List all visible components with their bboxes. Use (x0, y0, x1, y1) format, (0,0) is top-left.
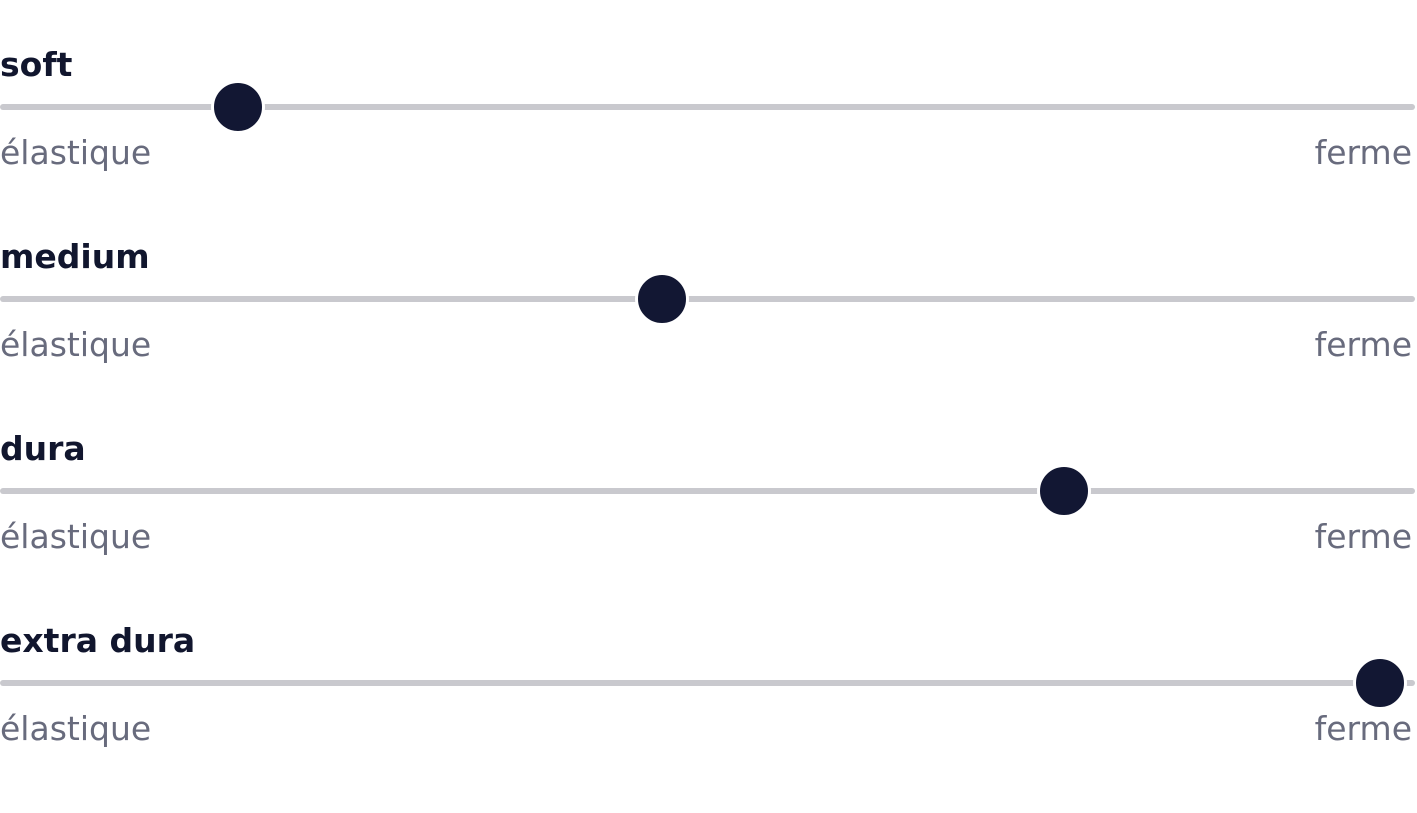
slider-thumb[interactable] (635, 272, 690, 326)
slider-title: medium (0, 237, 150, 276)
slider-title: dura (0, 429, 86, 468)
slider-track[interactable] (0, 80, 1415, 134)
min-label: élastique (0, 325, 152, 364)
min-label: élastique (0, 709, 152, 748)
min-label: élastique (0, 517, 152, 556)
slider-extra-dura: extra dura élastique ferme (0, 621, 1415, 813)
slider-title: extra dura (0, 621, 196, 660)
max-label: ferme (1314, 709, 1412, 748)
slider-medium: medium élastique ferme (0, 237, 1415, 429)
slider-track[interactable] (0, 656, 1415, 710)
slider-title: soft (0, 45, 73, 84)
slider-track[interactable] (0, 464, 1415, 518)
slider-soft: soft élastique ferme (0, 45, 1415, 237)
slider-thumb[interactable] (210, 80, 265, 134)
slider-thumb[interactable] (1037, 464, 1092, 518)
slider-thumb[interactable] (1352, 656, 1407, 710)
max-label: ferme (1314, 517, 1412, 556)
max-label: ferme (1314, 325, 1412, 364)
slider-dura: dura élastique ferme (0, 429, 1415, 621)
slider-track[interactable] (0, 272, 1415, 326)
max-label: ferme (1314, 133, 1412, 172)
min-label: élastique (0, 133, 152, 172)
